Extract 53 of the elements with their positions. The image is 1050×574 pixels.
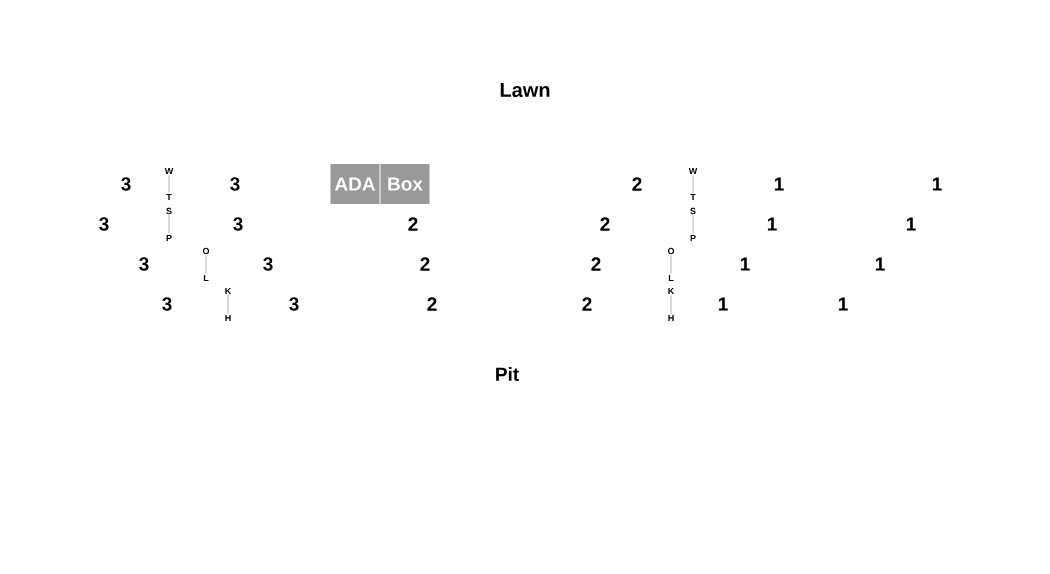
number: 1 bbox=[767, 217, 777, 231]
number: 3 bbox=[139, 257, 149, 271]
letter: H bbox=[668, 314, 674, 322]
letter: H bbox=[225, 314, 231, 322]
number: 2 bbox=[408, 217, 418, 231]
letter: K bbox=[668, 287, 675, 295]
node-label: Box bbox=[388, 177, 423, 191]
number: 2 bbox=[632, 177, 642, 191]
letter: L bbox=[668, 274, 674, 282]
letter: S bbox=[690, 207, 696, 215]
letter: T bbox=[166, 193, 172, 201]
letter: W bbox=[164, 167, 174, 175]
number: 3 bbox=[233, 217, 243, 231]
letter: L bbox=[203, 274, 209, 282]
number: 2 bbox=[582, 297, 592, 311]
number: 1 bbox=[838, 297, 848, 311]
number: 2 bbox=[427, 297, 437, 311]
number: 1 bbox=[906, 217, 916, 231]
line bbox=[205, 255, 207, 274]
line bbox=[692, 215, 694, 234]
section-label: Pit bbox=[496, 367, 519, 381]
number: 2 bbox=[420, 257, 430, 271]
line bbox=[670, 295, 672, 314]
line bbox=[227, 295, 229, 314]
number: 3 bbox=[162, 297, 172, 311]
line bbox=[670, 255, 672, 274]
letter: K bbox=[225, 287, 232, 295]
letter: W bbox=[688, 167, 698, 175]
letter: O bbox=[202, 247, 210, 255]
number: 2 bbox=[600, 217, 610, 231]
letter: P bbox=[690, 234, 696, 242]
number: 1 bbox=[774, 177, 784, 191]
label-box: Box bbox=[380, 164, 430, 204]
letter: T bbox=[690, 193, 696, 201]
title: Lawn bbox=[500, 83, 550, 97]
number: 2 bbox=[591, 257, 601, 271]
line bbox=[168, 215, 170, 234]
node-label: ADA bbox=[334, 177, 376, 191]
letter: P bbox=[166, 234, 172, 242]
letter: O bbox=[667, 247, 675, 255]
line bbox=[692, 175, 694, 193]
number: 3 bbox=[99, 217, 109, 231]
number: 1 bbox=[740, 257, 750, 271]
number: 1 bbox=[718, 297, 728, 311]
number: 3 bbox=[263, 257, 273, 271]
number: 1 bbox=[932, 177, 942, 191]
number: 3 bbox=[289, 297, 299, 311]
letter: S bbox=[166, 207, 172, 215]
number: 3 bbox=[121, 177, 131, 191]
number: 3 bbox=[230, 177, 240, 191]
line bbox=[168, 175, 170, 193]
number: 1 bbox=[875, 257, 885, 271]
label-box: ADA bbox=[330, 164, 380, 204]
